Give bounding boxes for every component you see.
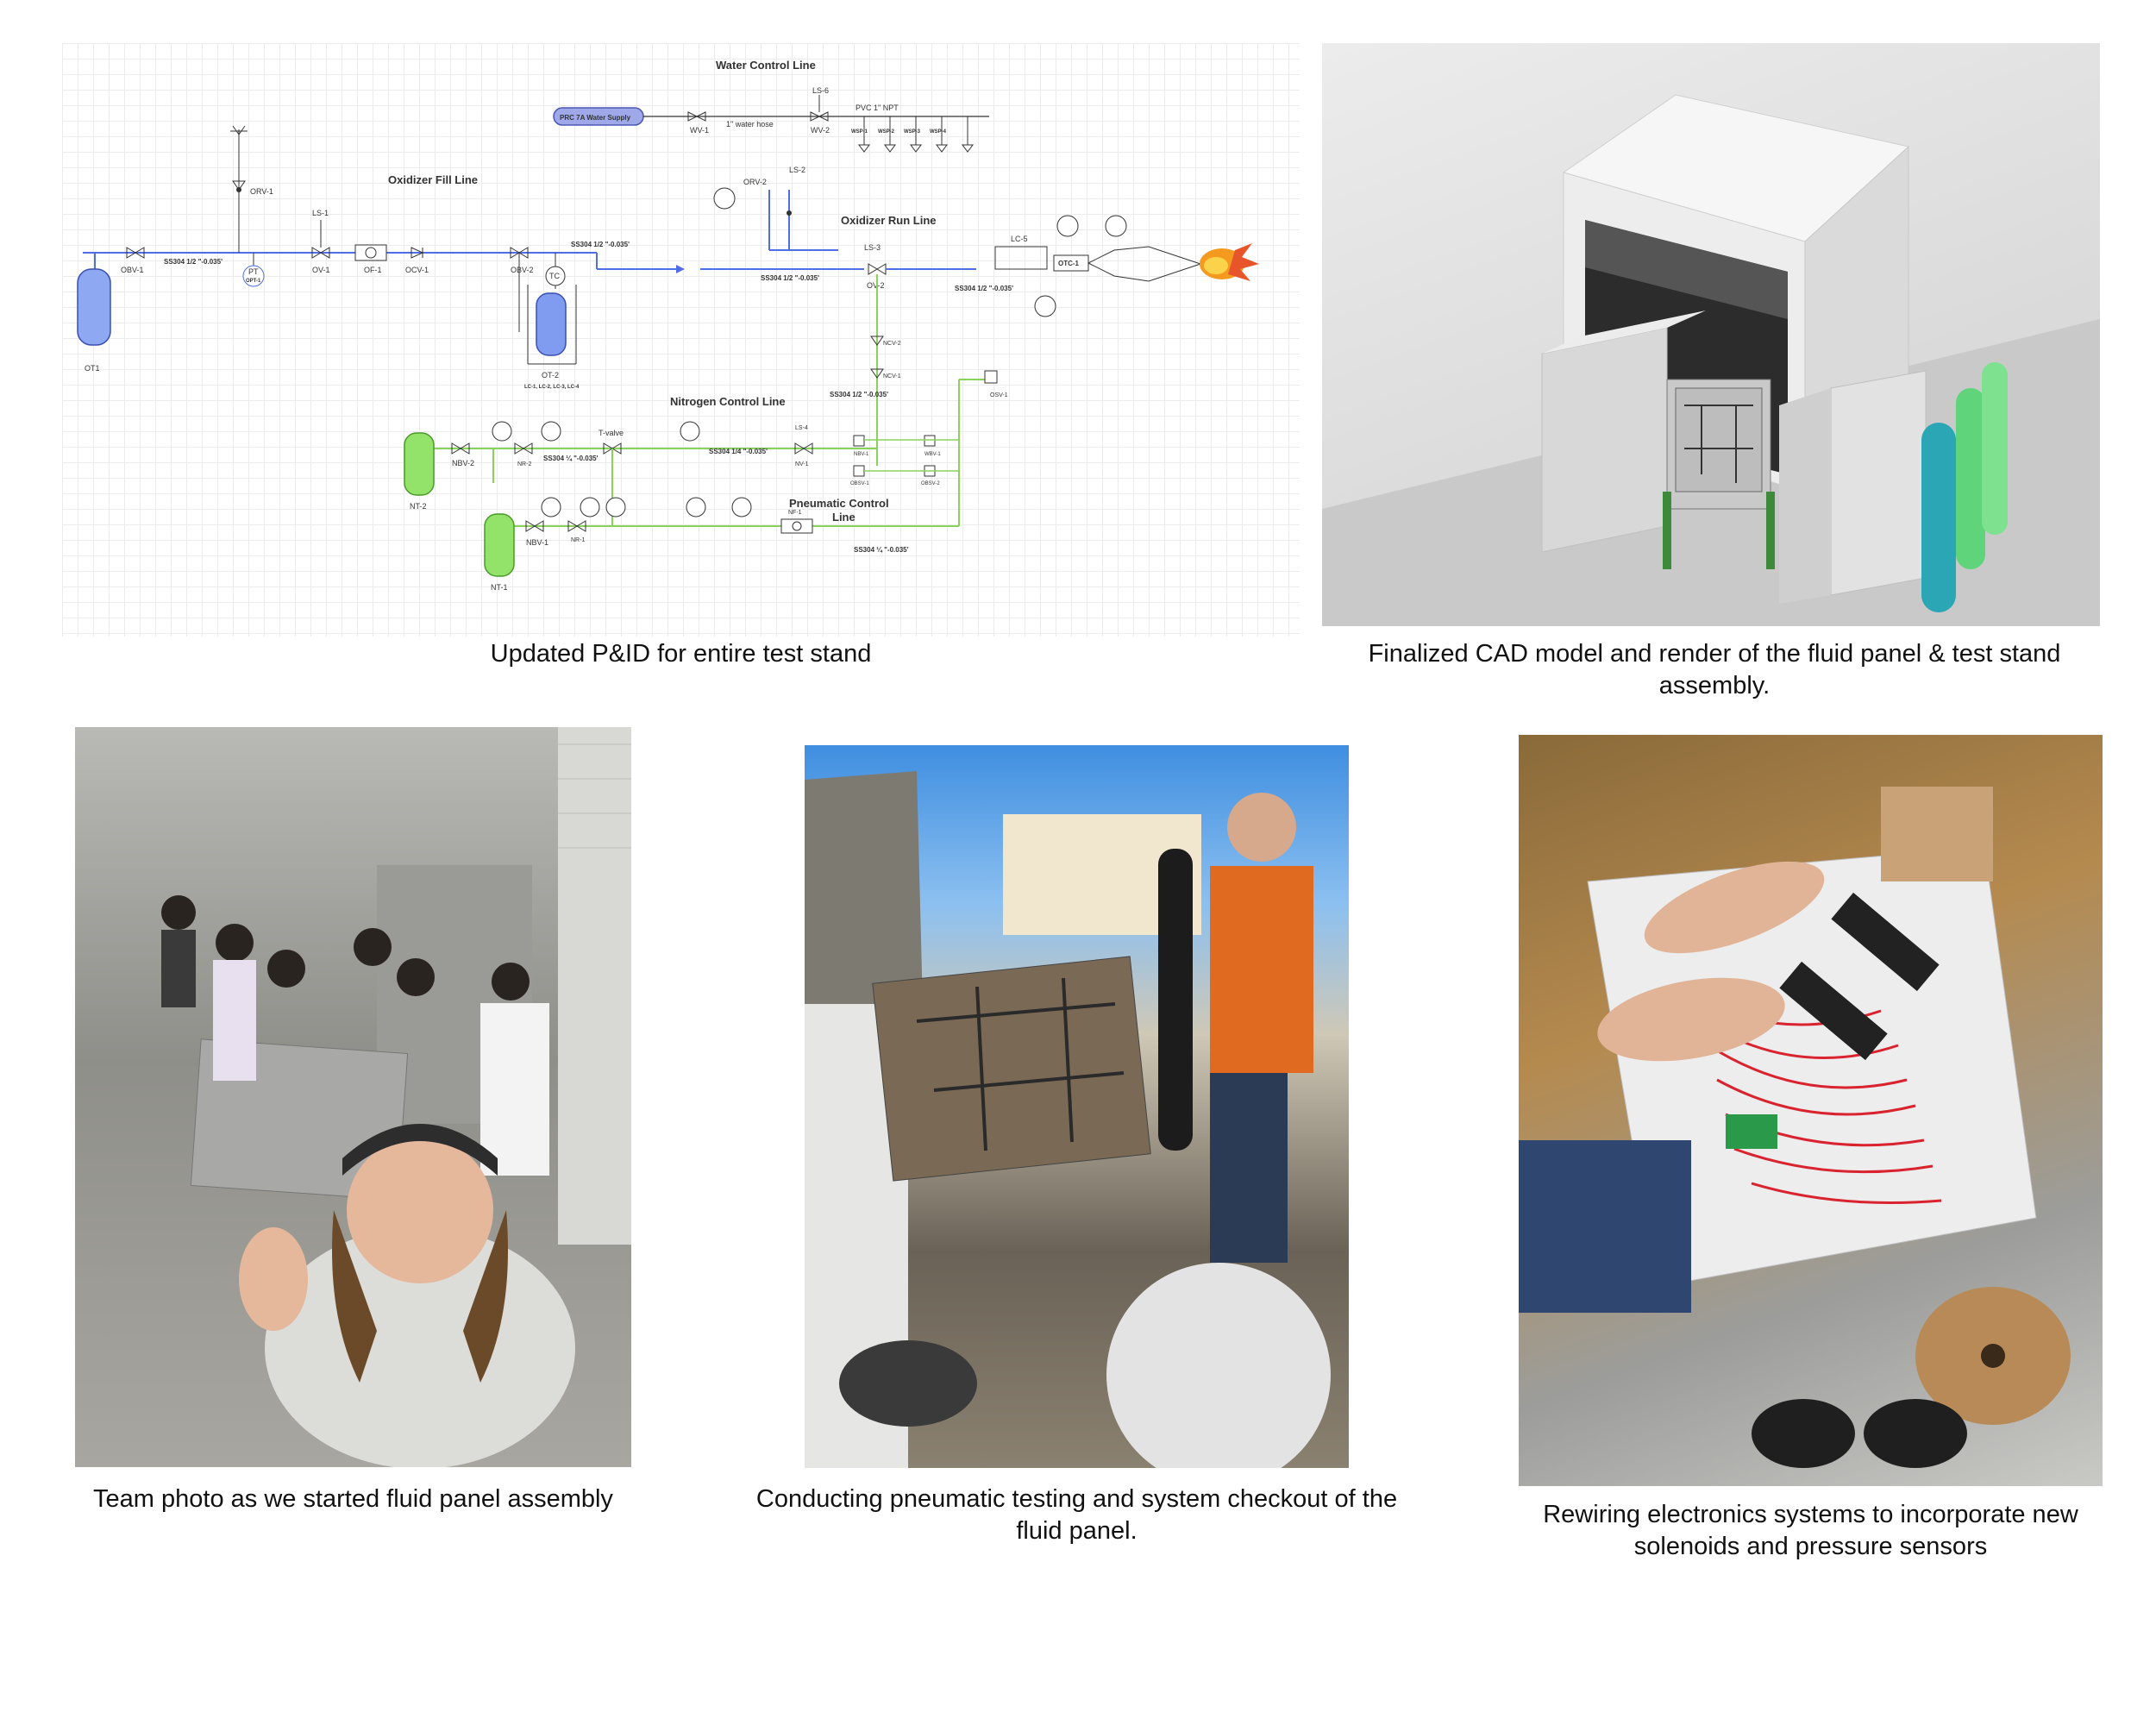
- ls2-label: LS-2: [789, 166, 805, 174]
- wsp4-label: WSP-4: [930, 129, 947, 135]
- lc5-label: LC-5: [1011, 235, 1028, 243]
- lc-list-label: LC-1, LC-2, LC-3, LC-4: [524, 385, 580, 390]
- ls1-label: LS-1: [312, 209, 329, 217]
- obsv1-label: OBSV-1: [850, 481, 869, 486]
- ss-quarter-2: SS304 ¼ "-0.035': [543, 455, 599, 462]
- ss-half-4: SS304 1/2 "-0.035': [955, 285, 1013, 292]
- nt1-tank: [484, 513, 515, 577]
- ot1-label: OT1: [85, 364, 100, 373]
- nbv-label: NBV-1: [854, 452, 869, 457]
- ss-half-2: SS304 1/2 "-0.035': [571, 241, 630, 248]
- ss-half-5: SS304 1/2 "-0.035': [830, 391, 888, 398]
- pid-caption: Updated P&ID for entire test stand: [490, 640, 872, 668]
- ot2-tank: [536, 292, 567, 356]
- orv1-label: ORV-1: [250, 187, 273, 196]
- rewiring-svg: [1519, 787, 2071, 1468]
- pid-diagram: Water Control Line Oxidizer Fill Line Ox…: [62, 43, 1300, 637]
- cad-caption: Finalized CAD model and render of the fl…: [1368, 640, 2061, 699]
- ls3-label: LS-3: [864, 243, 881, 252]
- wsp2-label: WSP-2: [878, 129, 895, 135]
- pt-label: PT: [248, 267, 259, 276]
- ox-fill-title: Oxidizer Fill Line: [388, 173, 478, 186]
- orv2-label: ORV-2: [743, 178, 767, 186]
- flame-icon: [1200, 243, 1259, 281]
- pvc-label: PVC 1" NPT: [856, 104, 899, 112]
- pneumatic-test-svg: [805, 771, 1331, 1468]
- water-supply-label: PRC 7A Water Supply: [560, 114, 631, 122]
- cad-tank-green-2: [1982, 362, 2008, 535]
- cad-tank-teal: [1921, 423, 1956, 612]
- water-line-title: Water Control Line: [716, 59, 816, 72]
- nbv1-label: NBV-1: [526, 538, 548, 547]
- wsp1-label: WSP-1: [851, 129, 868, 135]
- pneumatic-test-photo: [805, 745, 1349, 1468]
- photo2-caption: Conducting pneumatic testing and system …: [755, 1485, 1398, 1545]
- pneumatic-title-1: Pneumatic Control: [789, 497, 889, 510]
- wv2-label: WV-2: [811, 126, 830, 135]
- ss-half-3: SS304 1/2 "-0.035': [761, 274, 819, 282]
- ls4-label: LS-4: [795, 425, 808, 431]
- ncv1-label: NCV-1: [883, 373, 901, 380]
- pneumatic-title-2: Line: [832, 511, 856, 524]
- ov1-label: OV-1: [312, 266, 330, 274]
- nt2-tank: [404, 432, 435, 496]
- tc-label: TC: [549, 272, 560, 280]
- photo1-caption: Team photo as we started fluid panel ass…: [93, 1485, 613, 1513]
- team-photo: [75, 727, 631, 1467]
- wbv-label: WBV-1: [924, 452, 941, 457]
- nt2-label: NT-2: [410, 502, 427, 511]
- wv1-label: WV-1: [690, 126, 709, 135]
- ov2-label: OV-2: [867, 281, 885, 290]
- team-photo-svg: [161, 727, 631, 1467]
- rewiring-photo: [1519, 735, 2103, 1486]
- nt1-label: NT-1: [491, 583, 508, 592]
- water-hose-label: 1" water hose: [726, 120, 774, 129]
- nr1-label: NR-1: [571, 537, 585, 543]
- pid-svg: Water Control Line Oxidizer Fill Line Ox…: [77, 59, 1259, 592]
- nr2-label: NR-2: [517, 461, 531, 467]
- ss-half-1: SS304 1/2 "-0.035': [164, 258, 222, 266]
- ox-run-title: Oxidizer Run Line: [841, 214, 937, 227]
- cad-render: [1322, 43, 2100, 626]
- obv1-label: OBV-1: [121, 266, 144, 274]
- ss-quarter-3: SS304 ¼ "-0.035': [854, 546, 909, 554]
- otc1-label: OTC-1: [1058, 260, 1080, 267]
- obsv2-label: OBSV-2: [921, 481, 940, 486]
- nf1-label: NF-1: [788, 510, 802, 516]
- ocv1-label: OCV-1: [405, 266, 429, 274]
- opt1-label: OPT-1: [246, 279, 261, 284]
- obv2-label: OBV-2: [511, 266, 534, 274]
- of1-label: OF-1: [364, 266, 382, 274]
- tvalve-label: T-valve: [599, 429, 624, 437]
- nitrogen-title: Nitrogen Control Line: [670, 395, 786, 408]
- ncv2-label: NCV-2: [883, 341, 901, 347]
- photo3-caption: Rewiring electronics systems to incorpor…: [1543, 1501, 2078, 1560]
- ss-quarter-1: SS304 1/4 "-0.035': [709, 448, 768, 455]
- wsp3-label: WSP-3: [904, 129, 921, 135]
- nv1-label: NV-1: [795, 461, 809, 467]
- ot2-label: OT-2: [542, 371, 559, 380]
- ls6-label: LS-6: [812, 86, 829, 95]
- osv1-label: OSV-1: [990, 392, 1008, 398]
- nbv2-label: NBV-2: [452, 459, 474, 467]
- cad-svg: [1322, 94, 2100, 626]
- cad-tank-green-1: [1956, 388, 1985, 569]
- ot1-tank: [77, 268, 111, 346]
